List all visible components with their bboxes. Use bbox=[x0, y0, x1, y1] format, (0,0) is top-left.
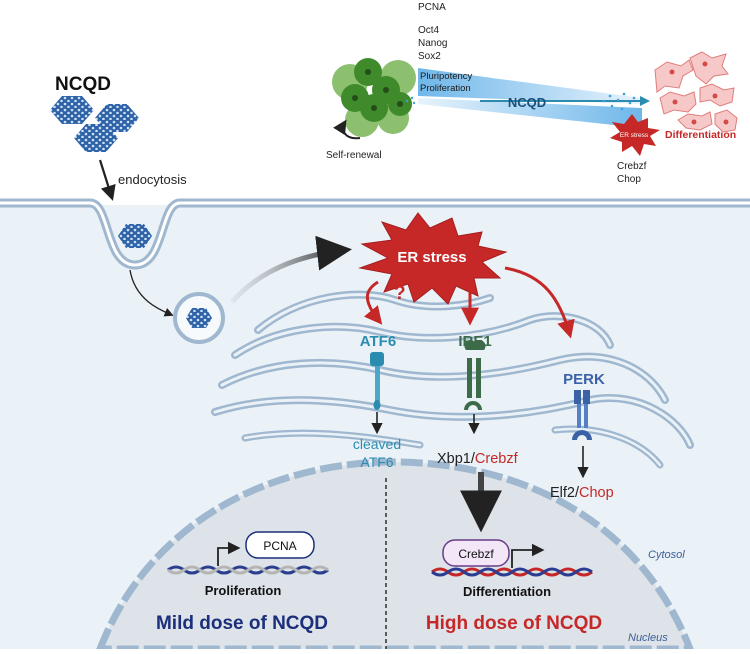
differentiated-cells bbox=[654, 51, 738, 133]
nucleus-proliferation-label: Proliferation bbox=[205, 583, 282, 598]
er-stress-small-burst bbox=[610, 114, 660, 156]
atf6-label: ATF6 bbox=[360, 333, 396, 350]
crebzf-box-label: Crebzf bbox=[458, 547, 494, 561]
vesicle-transport-arrow bbox=[129, 269, 174, 317]
oct4-marker: Oct4 bbox=[418, 25, 440, 36]
pcna-promoter-arrow bbox=[217, 541, 241, 566]
ncqd-title: NCQD bbox=[55, 74, 111, 95]
crebzf-box bbox=[442, 539, 510, 567]
nucleus-label: Nucleus bbox=[628, 632, 668, 644]
ncqd-particles bbox=[50, 96, 139, 152]
nucleus-differentiation-label: Differentiation bbox=[463, 584, 551, 599]
er-stress-to-atf6-arrow bbox=[363, 280, 383, 325]
pcna-dna bbox=[167, 565, 329, 575]
pcna-marker: PCNA bbox=[418, 2, 446, 13]
er-stress-small-label: ER stress bbox=[620, 132, 649, 139]
cleaved-label: cleaved bbox=[353, 436, 401, 452]
nucleus-envelope bbox=[94, 458, 696, 653]
pcna-box-label: PCNA bbox=[263, 539, 296, 553]
endocytosis-arrow bbox=[98, 159, 116, 201]
ncqd-arrow-label: NCQD bbox=[508, 95, 546, 110]
crebzf-promoter-arrow bbox=[511, 543, 545, 568]
nanoparticle-dots bbox=[405, 92, 636, 111]
chop-top-label: Chop bbox=[617, 174, 641, 185]
pluripotency-label: Pluripotency bbox=[420, 71, 473, 82]
stem-cell-colony bbox=[332, 58, 416, 137]
self-renewal-label: Self-renewal bbox=[326, 150, 382, 161]
atf6-receptor bbox=[370, 352, 384, 410]
differentiation-top-label: Differentiation bbox=[665, 129, 736, 141]
pcna-box bbox=[245, 531, 315, 559]
er-stress-label: ER stress bbox=[397, 249, 466, 266]
proliferation-label: Proliferation bbox=[420, 83, 471, 94]
question-mark: ? bbox=[394, 283, 406, 304]
pluripotency-beam bbox=[418, 68, 642, 104]
xbp1-label: Xbp1/Crebzf bbox=[437, 451, 519, 467]
elf2-label: Elf2/Chop bbox=[550, 485, 614, 501]
er-stress-to-perk-arrow bbox=[504, 266, 575, 339]
nanog-marker: Nanog bbox=[418, 38, 447, 49]
sox2-marker: Sox2 bbox=[418, 51, 441, 62]
ncqd-in-pit bbox=[118, 224, 152, 248]
differentiation-beam bbox=[418, 98, 642, 128]
cleaved-atf6-label: ATF6 bbox=[360, 454, 393, 470]
perk-receptor bbox=[572, 390, 592, 440]
perk-label: PERK bbox=[563, 371, 605, 388]
endocytosis-label: endocytosis bbox=[118, 172, 187, 187]
vesicle-to-er-stress-arrow bbox=[230, 235, 352, 304]
cytosol-label: Cytosol bbox=[648, 549, 685, 561]
high-dose-label: High dose of NCQD bbox=[426, 613, 602, 634]
crebzf-dna bbox=[431, 567, 593, 577]
crebzf-top-label: Crebzf bbox=[617, 161, 647, 172]
mild-dose-label: Mild dose of NCQD bbox=[156, 613, 328, 634]
ire1-receptor bbox=[464, 340, 486, 410]
endoplasmic-reticulum bbox=[211, 290, 694, 469]
self-renewal-arrow bbox=[333, 119, 361, 140]
